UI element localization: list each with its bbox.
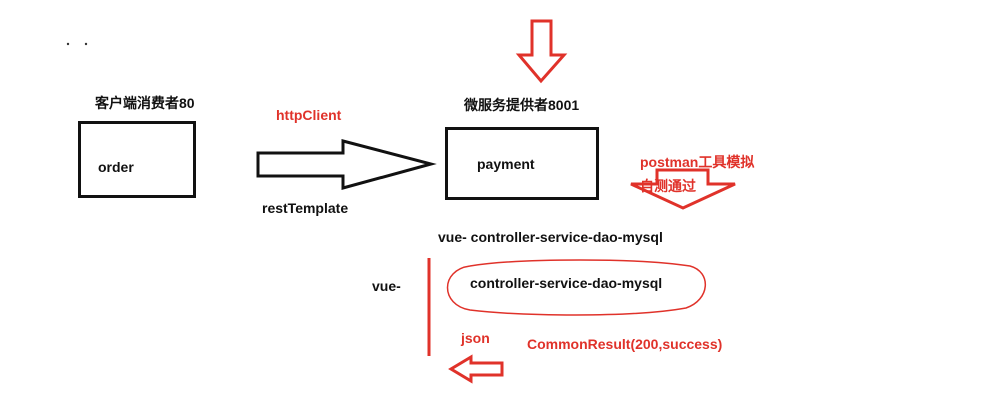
left-arrow-icon <box>448 354 504 384</box>
backend-stack-label: controller-service-dao-mysql <box>470 275 663 291</box>
rest-template-label: restTemplate <box>262 200 349 216</box>
down-arrow-icon <box>630 168 736 210</box>
postman-note: postman工具模拟 <box>640 154 755 170</box>
provider-box: payment <box>445 127 599 200</box>
self-test-note: 自测通过 <box>640 178 696 194</box>
provider-title: 微服务提供者8001 <box>464 97 580 113</box>
down-arrow-icon <box>515 19 568 84</box>
json-label: json <box>461 330 490 346</box>
provider-module-label: payment <box>477 156 535 172</box>
http-client-label: httpClient <box>276 107 342 123</box>
backend-highlight-oval <box>446 259 707 316</box>
consumer-module-label: order <box>98 159 134 175</box>
full-stack-label: vue- controller-service-dao-mysql <box>438 229 663 245</box>
common-result-label: CommonResult(200,success) <box>527 336 723 352</box>
stray-mark <box>66 42 88 46</box>
right-arrow-icon <box>256 139 437 190</box>
consumer-box: order <box>78 121 196 198</box>
consumer-title: 客户端消费者80 <box>95 95 195 111</box>
frontend-label: vue- <box>372 278 401 294</box>
